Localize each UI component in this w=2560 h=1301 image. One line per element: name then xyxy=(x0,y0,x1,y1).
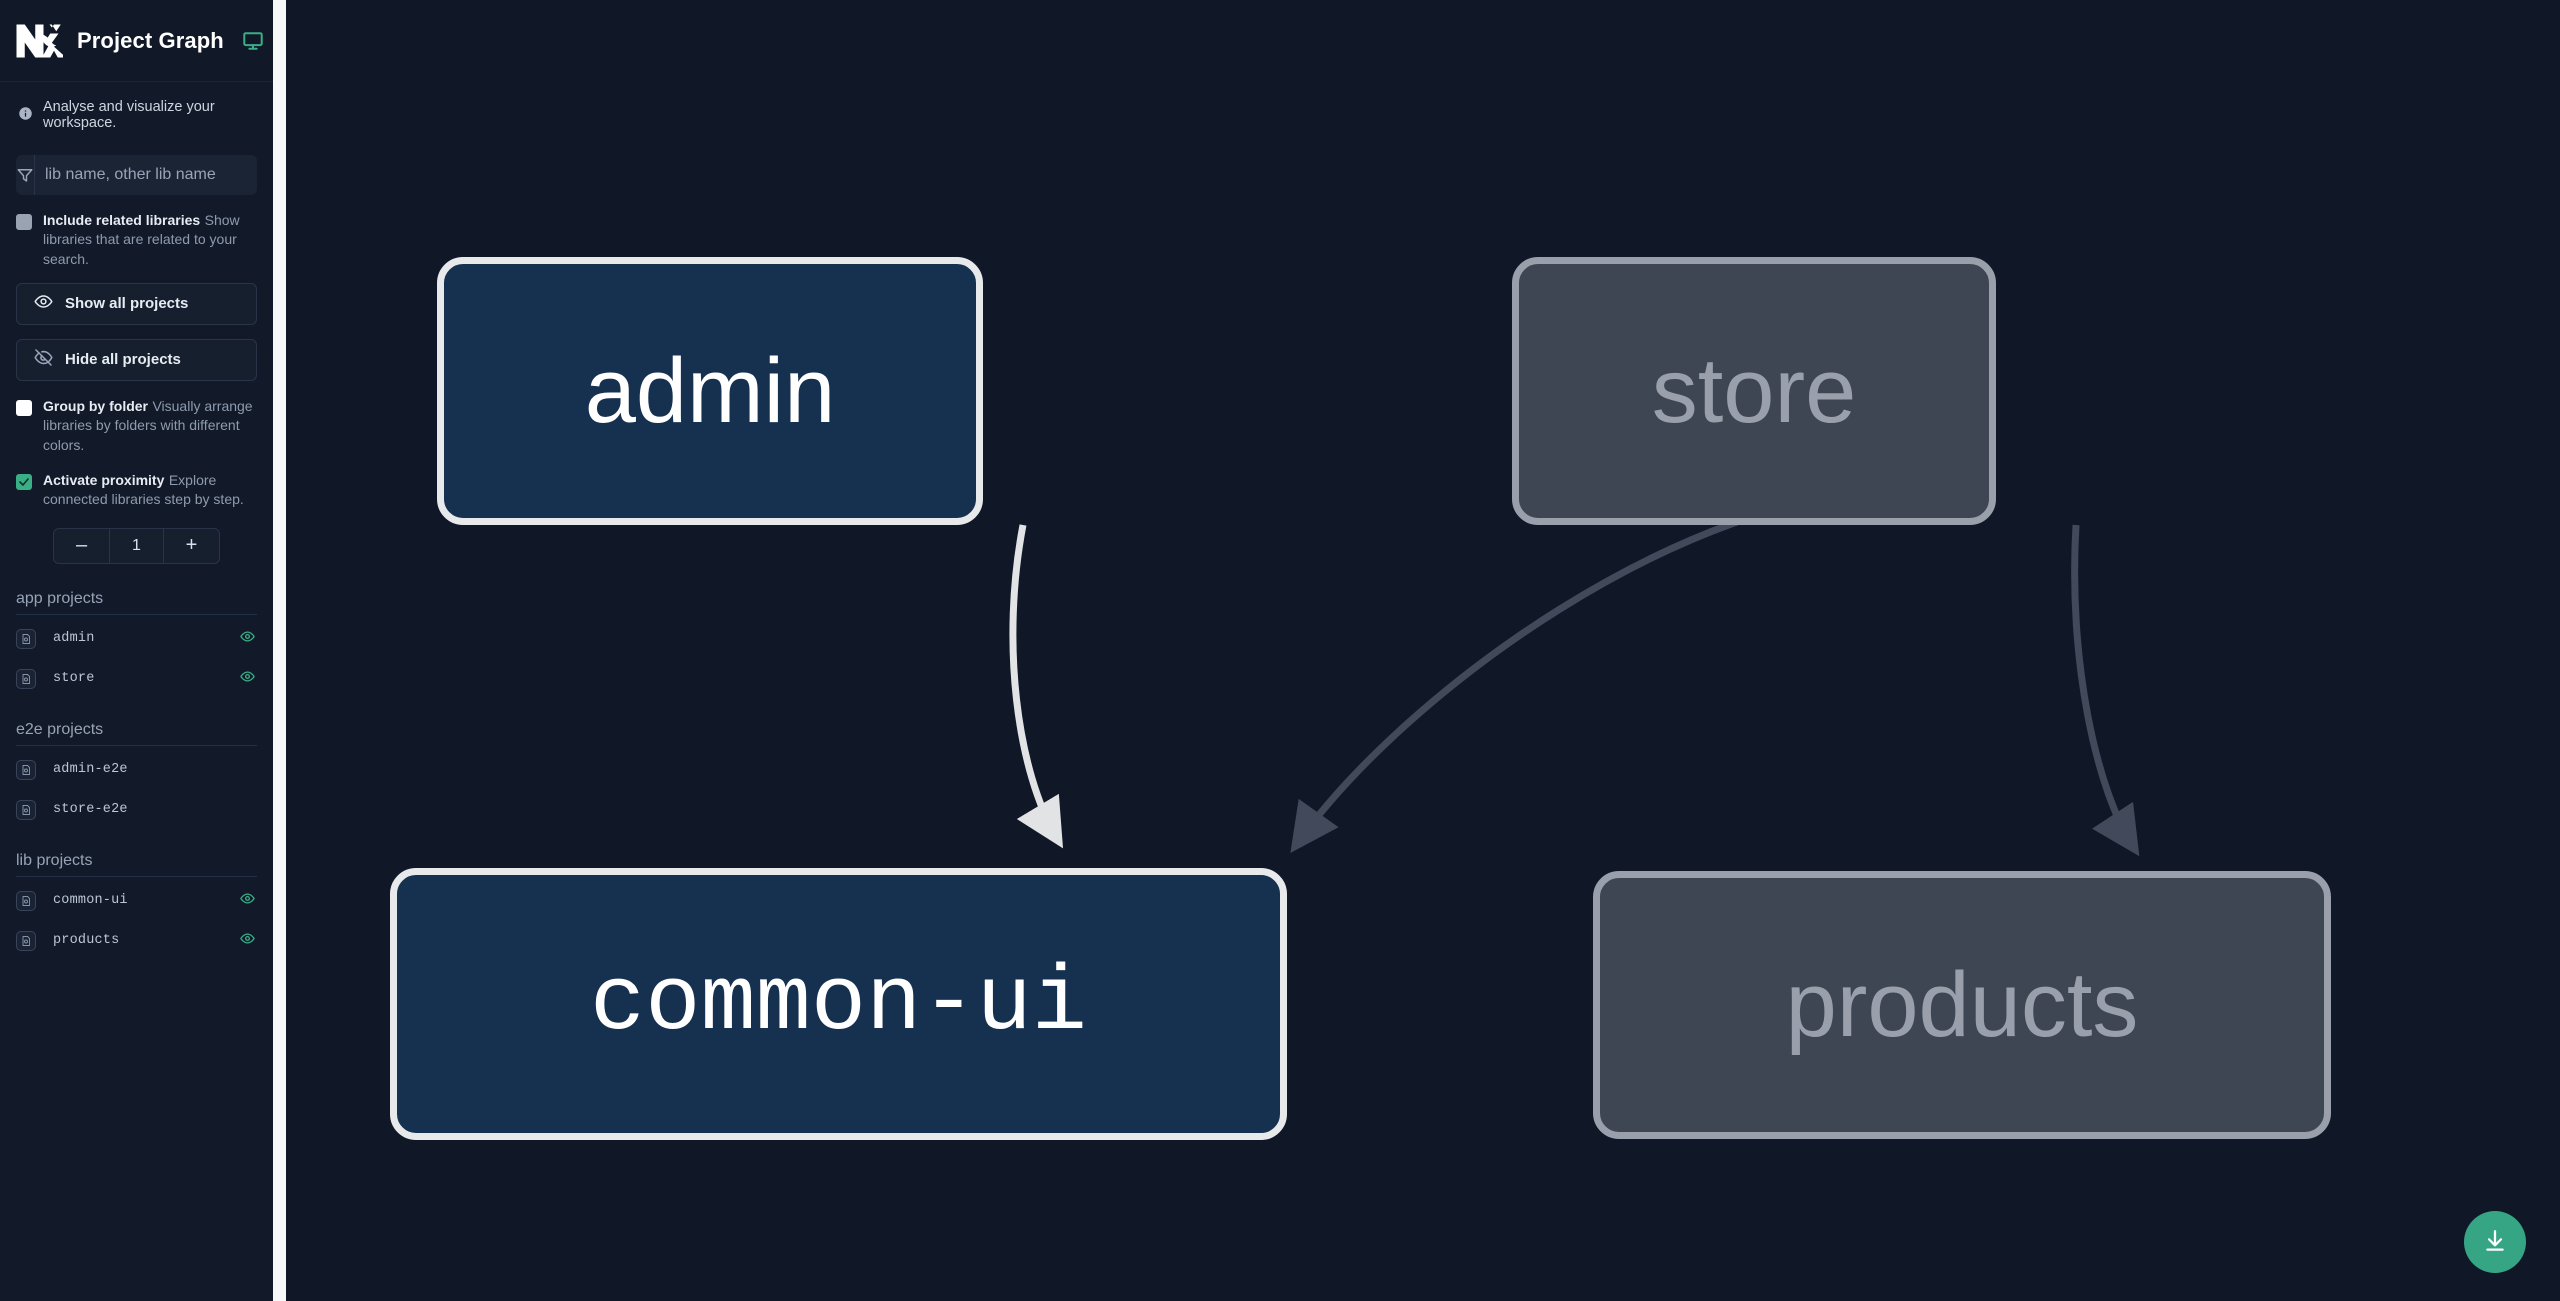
sidebar-resize-handle[interactable] xyxy=(273,0,286,1301)
eye-icon[interactable] xyxy=(240,669,257,689)
eye-icon[interactable] xyxy=(240,931,257,951)
project-icon xyxy=(16,759,36,780)
project-row-store[interactable]: store xyxy=(16,663,257,695)
project-name: admin xyxy=(53,631,95,646)
project-row-admin-e2e[interactable]: admin-e2e xyxy=(16,754,257,786)
monitor-icon[interactable] xyxy=(238,30,264,52)
eye-icon xyxy=(34,292,53,315)
group-lib-projects: lib projects common-ui xyxy=(16,852,257,957)
project-row-products[interactable]: products xyxy=(16,925,257,957)
option-title: Group by folder xyxy=(43,397,148,414)
filter-icon xyxy=(16,155,35,195)
nx-logo-icon xyxy=(15,20,63,62)
project-name: store-e2e xyxy=(53,802,128,817)
group-app-projects: app projects admin xyxy=(16,590,257,695)
option-description: Show libraries that are related to your … xyxy=(43,212,240,267)
show-all-projects-label: Show all projects xyxy=(65,295,189,313)
sidebar-body: Include related libraries Show libraries… xyxy=(0,131,273,957)
hide-all-projects-button[interactable]: Hide all projects xyxy=(16,338,257,381)
tagline: Analyse and visualize your workspace. xyxy=(0,82,273,131)
tagline-text: Analyse and visualize your workspace. xyxy=(43,99,215,131)
option-title: Include related libraries xyxy=(43,212,201,228)
download-icon xyxy=(2482,1228,2508,1257)
project-icon xyxy=(16,890,36,911)
divider xyxy=(16,744,257,746)
option-description: Visually arrange libraries by folders wi… xyxy=(43,397,253,453)
include-related-libraries-checkbox[interactable] xyxy=(16,214,32,230)
graph-node-admin[interactable]: admin xyxy=(437,257,983,525)
sidebar: Project Graph Analyse and visualize your… xyxy=(0,0,273,1301)
graph-node-common-ui[interactable]: common-ui xyxy=(390,868,1287,1140)
sidebar-header: Project Graph xyxy=(0,0,273,82)
group-title: lib projects xyxy=(16,851,93,869)
graph-node-store[interactable]: store xyxy=(1512,257,1996,525)
proximity-decrement-button[interactable]: – xyxy=(75,534,88,556)
edge-store-to-products xyxy=(2071,524,2140,857)
option-activate-proximity[interactable]: Activate proximity Explore connected lib… xyxy=(16,471,257,510)
group-e2e-projects: e2e projects admin-e2e xyxy=(16,721,257,826)
graph-node-products[interactable]: products xyxy=(1593,871,2331,1139)
eye-icon[interactable] xyxy=(240,891,257,911)
project-row-admin[interactable]: admin xyxy=(16,623,257,655)
activate-proximity-checkbox[interactable] xyxy=(16,473,32,490)
project-name: admin-e2e xyxy=(53,762,128,777)
divider xyxy=(16,875,257,877)
proximity-stepper: – 1 + xyxy=(16,527,257,564)
search-box[interactable] xyxy=(16,155,257,195)
proximity-value: 1 xyxy=(109,528,164,563)
option-include-related-libraries[interactable]: Include related libraries Show libraries… xyxy=(16,211,257,269)
option-title: Activate proximity xyxy=(43,471,165,488)
proximity-increment-button[interactable]: + xyxy=(185,534,198,556)
search-input[interactable] xyxy=(35,155,257,195)
group-title: app projects xyxy=(16,589,104,607)
show-all-projects-button[interactable]: Show all projects xyxy=(16,282,257,325)
eye-icon[interactable] xyxy=(240,629,257,649)
graph-canvas[interactable]: admin store common-ui products xyxy=(286,0,2560,1301)
project-icon xyxy=(16,799,36,820)
edge-admin-to-common-ui xyxy=(1009,524,1064,849)
page-title: Project Graph xyxy=(77,27,224,53)
hide-all-projects-label: Hide all projects xyxy=(65,351,181,369)
edge-store-to-common-ui xyxy=(1290,486,1904,853)
graph-node-label: products xyxy=(1785,954,2139,1056)
group-by-folder-checkbox[interactable] xyxy=(16,399,32,416)
graph-node-label: admin xyxy=(584,340,836,442)
download-image-button[interactable] xyxy=(2464,1211,2526,1273)
project-row-store-e2e[interactable]: store-e2e xyxy=(16,794,257,826)
info-icon xyxy=(18,106,33,125)
project-name: common-ui xyxy=(53,893,128,908)
option-description: Explore connected libraries step by step… xyxy=(43,471,244,508)
graph-node-label: common-ui xyxy=(590,951,1087,1056)
project-icon xyxy=(16,668,36,689)
eye-off-icon xyxy=(34,348,53,371)
divider xyxy=(16,613,257,615)
group-title: e2e projects xyxy=(16,720,104,738)
project-name: products xyxy=(53,933,120,948)
project-icon xyxy=(16,930,36,951)
project-icon xyxy=(16,628,36,649)
project-row-common-ui[interactable]: common-ui xyxy=(16,885,257,917)
option-group-by-folder[interactable]: Group by folder Visually arrange librari… xyxy=(16,397,257,455)
project-name: store xyxy=(53,671,95,686)
graph-node-label: store xyxy=(1651,340,1857,442)
